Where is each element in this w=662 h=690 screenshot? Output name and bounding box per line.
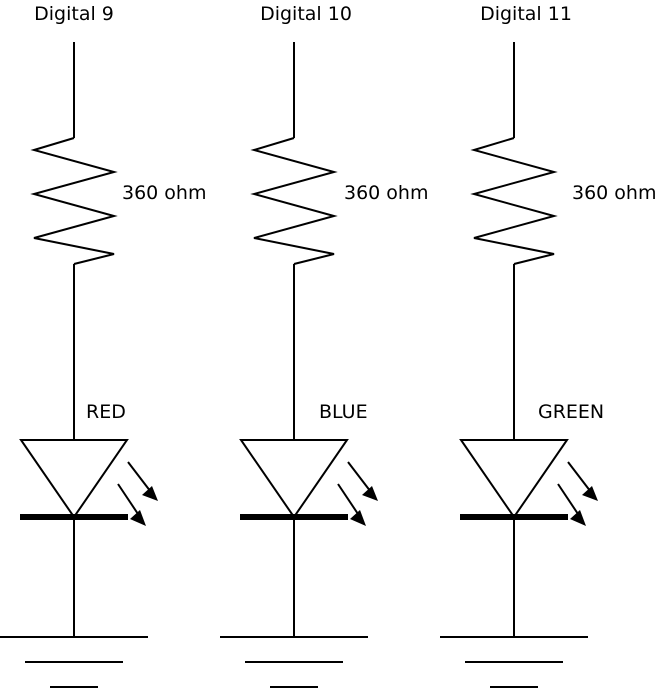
pin-label: Digital 10 [260,3,352,25]
led-label: BLUE [319,401,368,423]
pin-label: Digital 11 [480,3,572,25]
led-label: GREEN [538,401,604,423]
ground-icon [0,636,148,688]
light-arrows-icon [557,461,598,526]
resistor-label: 360 ohm [344,182,428,204]
ground-icon [220,636,368,688]
circuit-digital-10: Digital 10 360 ohm BLUE [220,3,428,688]
ground-icon [440,636,588,688]
resistor [470,137,558,265]
circuit-digital-9: Digital 9 360 ohm RED [0,3,206,688]
light-arrows-icon [117,461,158,526]
resistor-label: 360 ohm [122,182,206,204]
led-triangle [459,439,569,519]
resistor-label: 360 ohm [572,182,656,204]
resistor [250,137,338,265]
light-arrows-icon [337,461,378,526]
led-label: RED [86,401,126,423]
circuit-digital-11: Digital 11 360 ohm GREEN [440,3,656,688]
led-triangle [19,439,129,519]
pin-label: Digital 9 [34,3,114,25]
resistor [30,137,118,265]
led-triangle [239,439,349,519]
